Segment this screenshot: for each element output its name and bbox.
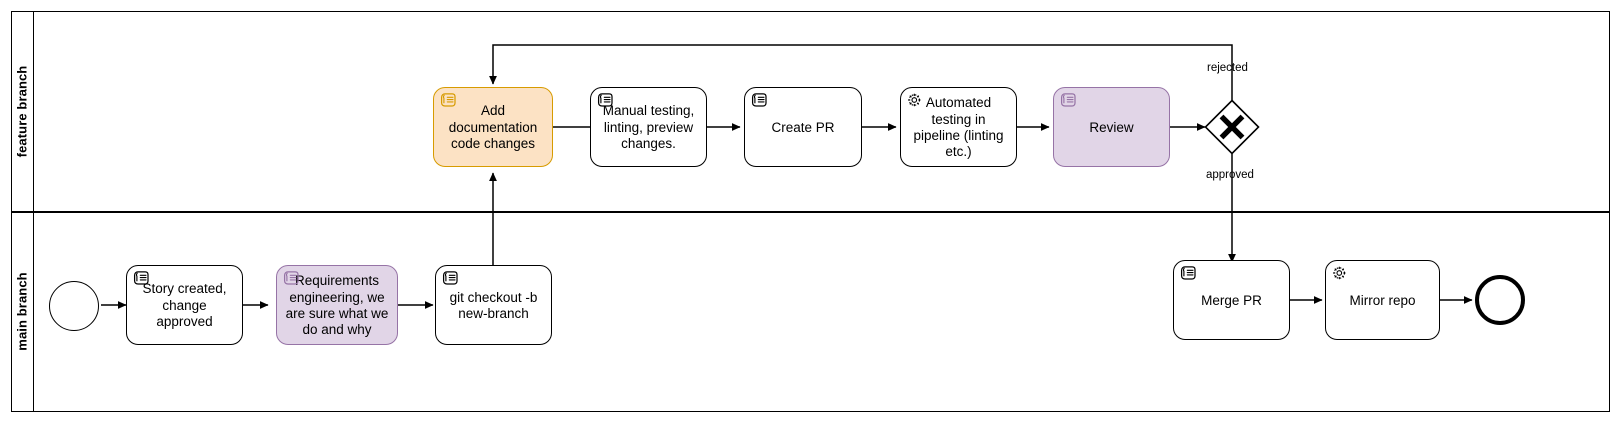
task-git-checkout[interactable]: git checkout -b new-branch — [435, 265, 552, 345]
lane-divider — [11, 211, 1610, 213]
task-create-pr[interactable]: Create PR — [744, 87, 862, 167]
task-label: Merge PR — [1201, 292, 1262, 308]
task-label: Manual testing, linting, preview changes… — [602, 103, 695, 152]
task-review[interactable]: Review — [1053, 87, 1170, 167]
exclusive-gateway[interactable] — [1204, 99, 1260, 155]
manual-task-hand-icon — [1179, 265, 1197, 282]
task-requirements-engineering[interactable]: Requirements engineering, we are sure wh… — [276, 265, 398, 345]
task-label: Add documentation code changes — [448, 103, 538, 152]
task-label: Automated testing in pipeline (linting e… — [913, 95, 1004, 160]
service-task-gear-icon — [1331, 265, 1349, 282]
task-manual-testing[interactable]: Manual testing, linting, preview changes… — [590, 87, 707, 167]
task-label: git checkout -b new-branch — [449, 289, 538, 321]
task-label: Review — [1089, 119, 1134, 135]
task-merge-pr[interactable]: Merge PR — [1173, 260, 1290, 340]
task-label: Story created, change approved — [142, 281, 227, 330]
manual-task-hand-icon — [750, 92, 768, 109]
manual-task-hand-icon — [1059, 92, 1077, 109]
task-mirror-repo[interactable]: Mirror repo — [1325, 260, 1440, 340]
end-event[interactable] — [1475, 275, 1525, 325]
lane-label-column-main: main branch — [11, 211, 34, 412]
task-label: Create PR — [771, 119, 835, 135]
task-automated-testing[interactable]: Automated testing in pipeline (linting e… — [900, 87, 1017, 167]
edge-label-approved: approved — [1206, 169, 1254, 181]
task-add-documentation[interactable]: Add documentation code changes — [433, 87, 553, 167]
lane-label-feature-branch: feature branch — [14, 65, 30, 157]
task-story-created[interactable]: Story created, change approved — [126, 265, 243, 345]
lane-label-column-feature: feature branch — [11, 11, 34, 211]
task-label: Requirements engineering, we are sure wh… — [285, 273, 389, 338]
manual-task-hand-icon — [441, 270, 459, 287]
task-label: Mirror repo — [1349, 292, 1416, 308]
lane-label-main-branch: main branch — [14, 272, 30, 351]
start-event[interactable] — [49, 281, 99, 331]
edge-label-rejected: rejected — [1207, 62, 1248, 74]
